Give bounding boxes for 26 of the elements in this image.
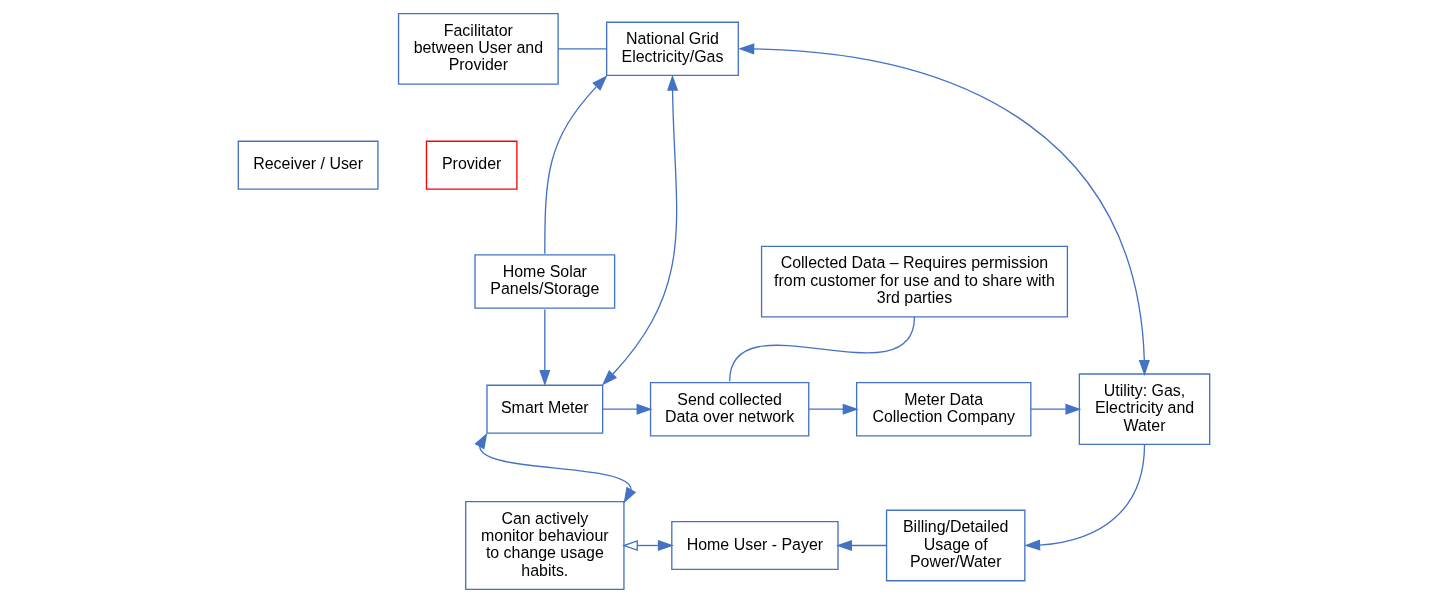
arrow — [601, 403, 653, 415]
connector — [728, 316, 915, 382]
node-box: Home Solar Panels/Storage — [473, 254, 615, 309]
arrow — [538, 308, 550, 386]
arrow — [807, 403, 859, 415]
arrow — [835, 539, 887, 552]
arrow — [543, 75, 607, 255]
arrow — [601, 74, 678, 386]
node-box: Send collected Data over network — [649, 381, 809, 437]
arrow — [1029, 403, 1081, 415]
connector — [556, 48, 607, 50]
node-box: Facilitator between User and Provider — [397, 12, 559, 85]
node-box: Receiver / User — [237, 140, 379, 190]
arrow — [1023, 443, 1145, 551]
node-box: National Grid Electricity/Gas — [605, 21, 739, 77]
node-box: Utility: Gas, Electricity and Water — [1078, 373, 1210, 446]
node-box: Billing/Detailed Usage of Power/Water — [885, 509, 1025, 582]
node-box: Smart Meter — [485, 384, 603, 434]
arrow — [737, 43, 1150, 376]
node-box: Can actively monitor behaviour to change usage habits. — [464, 500, 625, 591]
arrow — [621, 539, 674, 552]
node-box: Provider — [425, 140, 518, 190]
node-box: Meter Data Collection Company — [855, 381, 1031, 437]
node-box: Collected Data – Requires permission from customer for use and to share with 3rd parties — [760, 245, 1068, 318]
arrow — [474, 432, 636, 504]
node-box: Home User - Payer — [670, 520, 839, 571]
